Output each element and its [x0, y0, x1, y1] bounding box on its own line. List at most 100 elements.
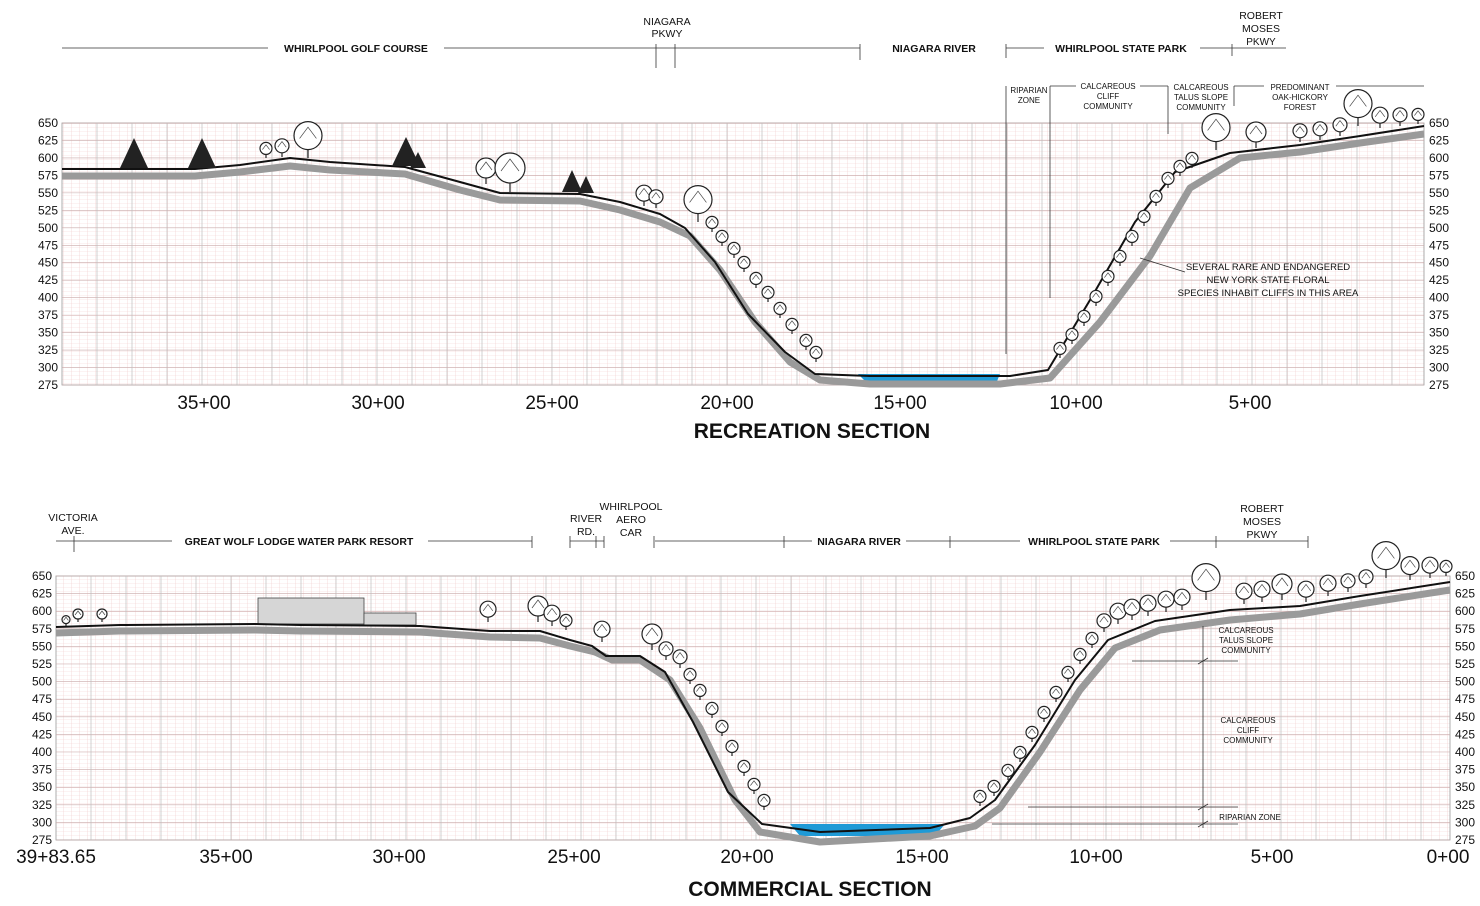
tree-branch [1395, 110, 1405, 117]
y-tick-label: 650 [1455, 569, 1475, 583]
tree-canopy [1077, 309, 1091, 323]
tree-branch [299, 126, 317, 139]
tree-canopy [715, 229, 729, 243]
tree-branch [562, 616, 570, 622]
y-tick-label: 325 [1429, 343, 1449, 357]
tree-branch [802, 336, 810, 342]
tree-canopy [1358, 569, 1374, 585]
community-cliff-3: COMMUNITY [1083, 102, 1133, 111]
x-tick-label: 35+00 [199, 847, 252, 868]
tree-branch [74, 610, 82, 616]
tree-branch [1028, 728, 1036, 734]
tree-canopy [1137, 209, 1151, 223]
y-tick-label: 475 [38, 238, 58, 252]
tree-branch [1052, 688, 1060, 694]
tree-branch [730, 244, 738, 250]
y-tick-label: 375 [32, 763, 52, 777]
commercial-section: 6506256005755505255004754504254003753503… [16, 501, 1475, 901]
tree-canopy [1113, 249, 1127, 263]
y-tick-label: 350 [1429, 326, 1449, 340]
recreation-section-title: RECREATION SECTION [694, 420, 930, 443]
tree-canopy [737, 255, 751, 269]
tree-canopy [72, 608, 84, 620]
tree-branch [1104, 272, 1112, 278]
zone-label-river-rd-2: RD. [577, 526, 595, 538]
y-tick-label: 600 [1455, 604, 1475, 618]
community-talus-2: TALUS SLOPE [1219, 636, 1273, 645]
tree-branch [1249, 125, 1263, 135]
tree-canopy [1185, 151, 1199, 165]
tree-branch [1176, 591, 1188, 600]
tree-canopy [1049, 685, 1063, 700]
tree-canopy [641, 623, 663, 645]
y-tick-label: 450 [1455, 710, 1475, 724]
tree-branch [1056, 344, 1064, 350]
commercial-zone-header [56, 536, 1309, 552]
tree-canopy [683, 185, 713, 215]
tree-canopy [727, 241, 741, 255]
tree-canopy [1096, 613, 1112, 629]
tree-branch [1126, 601, 1138, 610]
tree-branch [277, 141, 287, 148]
tree-canopy [705, 701, 719, 716]
zone-label-whirlpool-aero-car-3: CAR [620, 527, 643, 539]
y-tick-label: 275 [38, 378, 58, 392]
tree-canopy [1253, 580, 1271, 598]
y-tick-label: 500 [32, 675, 52, 689]
y-tick-label: 525 [1455, 657, 1475, 671]
tree-canopy [683, 667, 697, 682]
tree-branch [661, 644, 671, 651]
zone-label-robert-moses-pkwy-3: PKWY [1247, 529, 1278, 541]
y-tick-label: 350 [32, 780, 52, 794]
tree-canopy [1013, 745, 1027, 760]
y-tick-label: 375 [1429, 308, 1449, 322]
tree-canopy [773, 301, 787, 315]
tree-branch [1040, 708, 1048, 714]
y-tick-label: 575 [38, 168, 58, 182]
recreation-ground-line [62, 125, 1425, 377]
tree-branch [1335, 120, 1345, 127]
zone-label-robert-moses-pkwy: ROBERT [1240, 503, 1284, 515]
tree-canopy [1161, 171, 1175, 185]
tree-branch [1275, 577, 1289, 587]
tree-canopy [1157, 590, 1175, 608]
y-tick-label: 500 [1429, 221, 1449, 235]
tree-branch [1112, 605, 1124, 614]
y-tick-label: 600 [1429, 151, 1449, 165]
y-tick-label: 525 [1429, 203, 1449, 217]
tree-branch [1349, 94, 1367, 107]
tree-branch [1322, 577, 1334, 586]
community-cliff-3: COMMUNITY [1223, 736, 1273, 745]
tree-branch [752, 274, 760, 280]
tree-branch [1068, 330, 1076, 336]
tree-branch [1176, 162, 1184, 168]
tree-canopy [1400, 555, 1420, 576]
community-riparian-zone-2: ZONE [1018, 96, 1040, 105]
tree-canopy [1073, 647, 1087, 662]
y-tick-label: 300 [1429, 361, 1449, 375]
zone-label-robert-moses-pkwy-2: MOSES [1242, 23, 1280, 35]
x-tick-label: 5+00 [1229, 393, 1272, 414]
tree-branch [764, 288, 772, 294]
tree-branch [262, 144, 270, 150]
tree-branch [1238, 585, 1250, 594]
y-tick-label: 450 [1429, 256, 1449, 270]
tree-branch [776, 304, 784, 310]
tree-branch [1207, 118, 1225, 131]
x-tick-label: 10+00 [1069, 847, 1122, 868]
tree-branch [1128, 232, 1136, 238]
tree-branch [1315, 124, 1325, 131]
tree-canopy [1439, 559, 1453, 574]
zone-label-victoria-ave-2: AVE. [61, 525, 84, 537]
tree-canopy [1101, 269, 1115, 283]
tree-canopy [293, 121, 323, 151]
community-talus-3: COMMUNITY [1221, 646, 1271, 655]
tree-branch [1361, 572, 1371, 579]
tree-branch [689, 190, 707, 203]
tree-canopy [1332, 117, 1348, 133]
y-tick-label: 450 [38, 256, 58, 270]
tree-branch [1404, 559, 1416, 568]
tree-branch [500, 158, 520, 172]
commercial-trees [61, 540, 1453, 810]
